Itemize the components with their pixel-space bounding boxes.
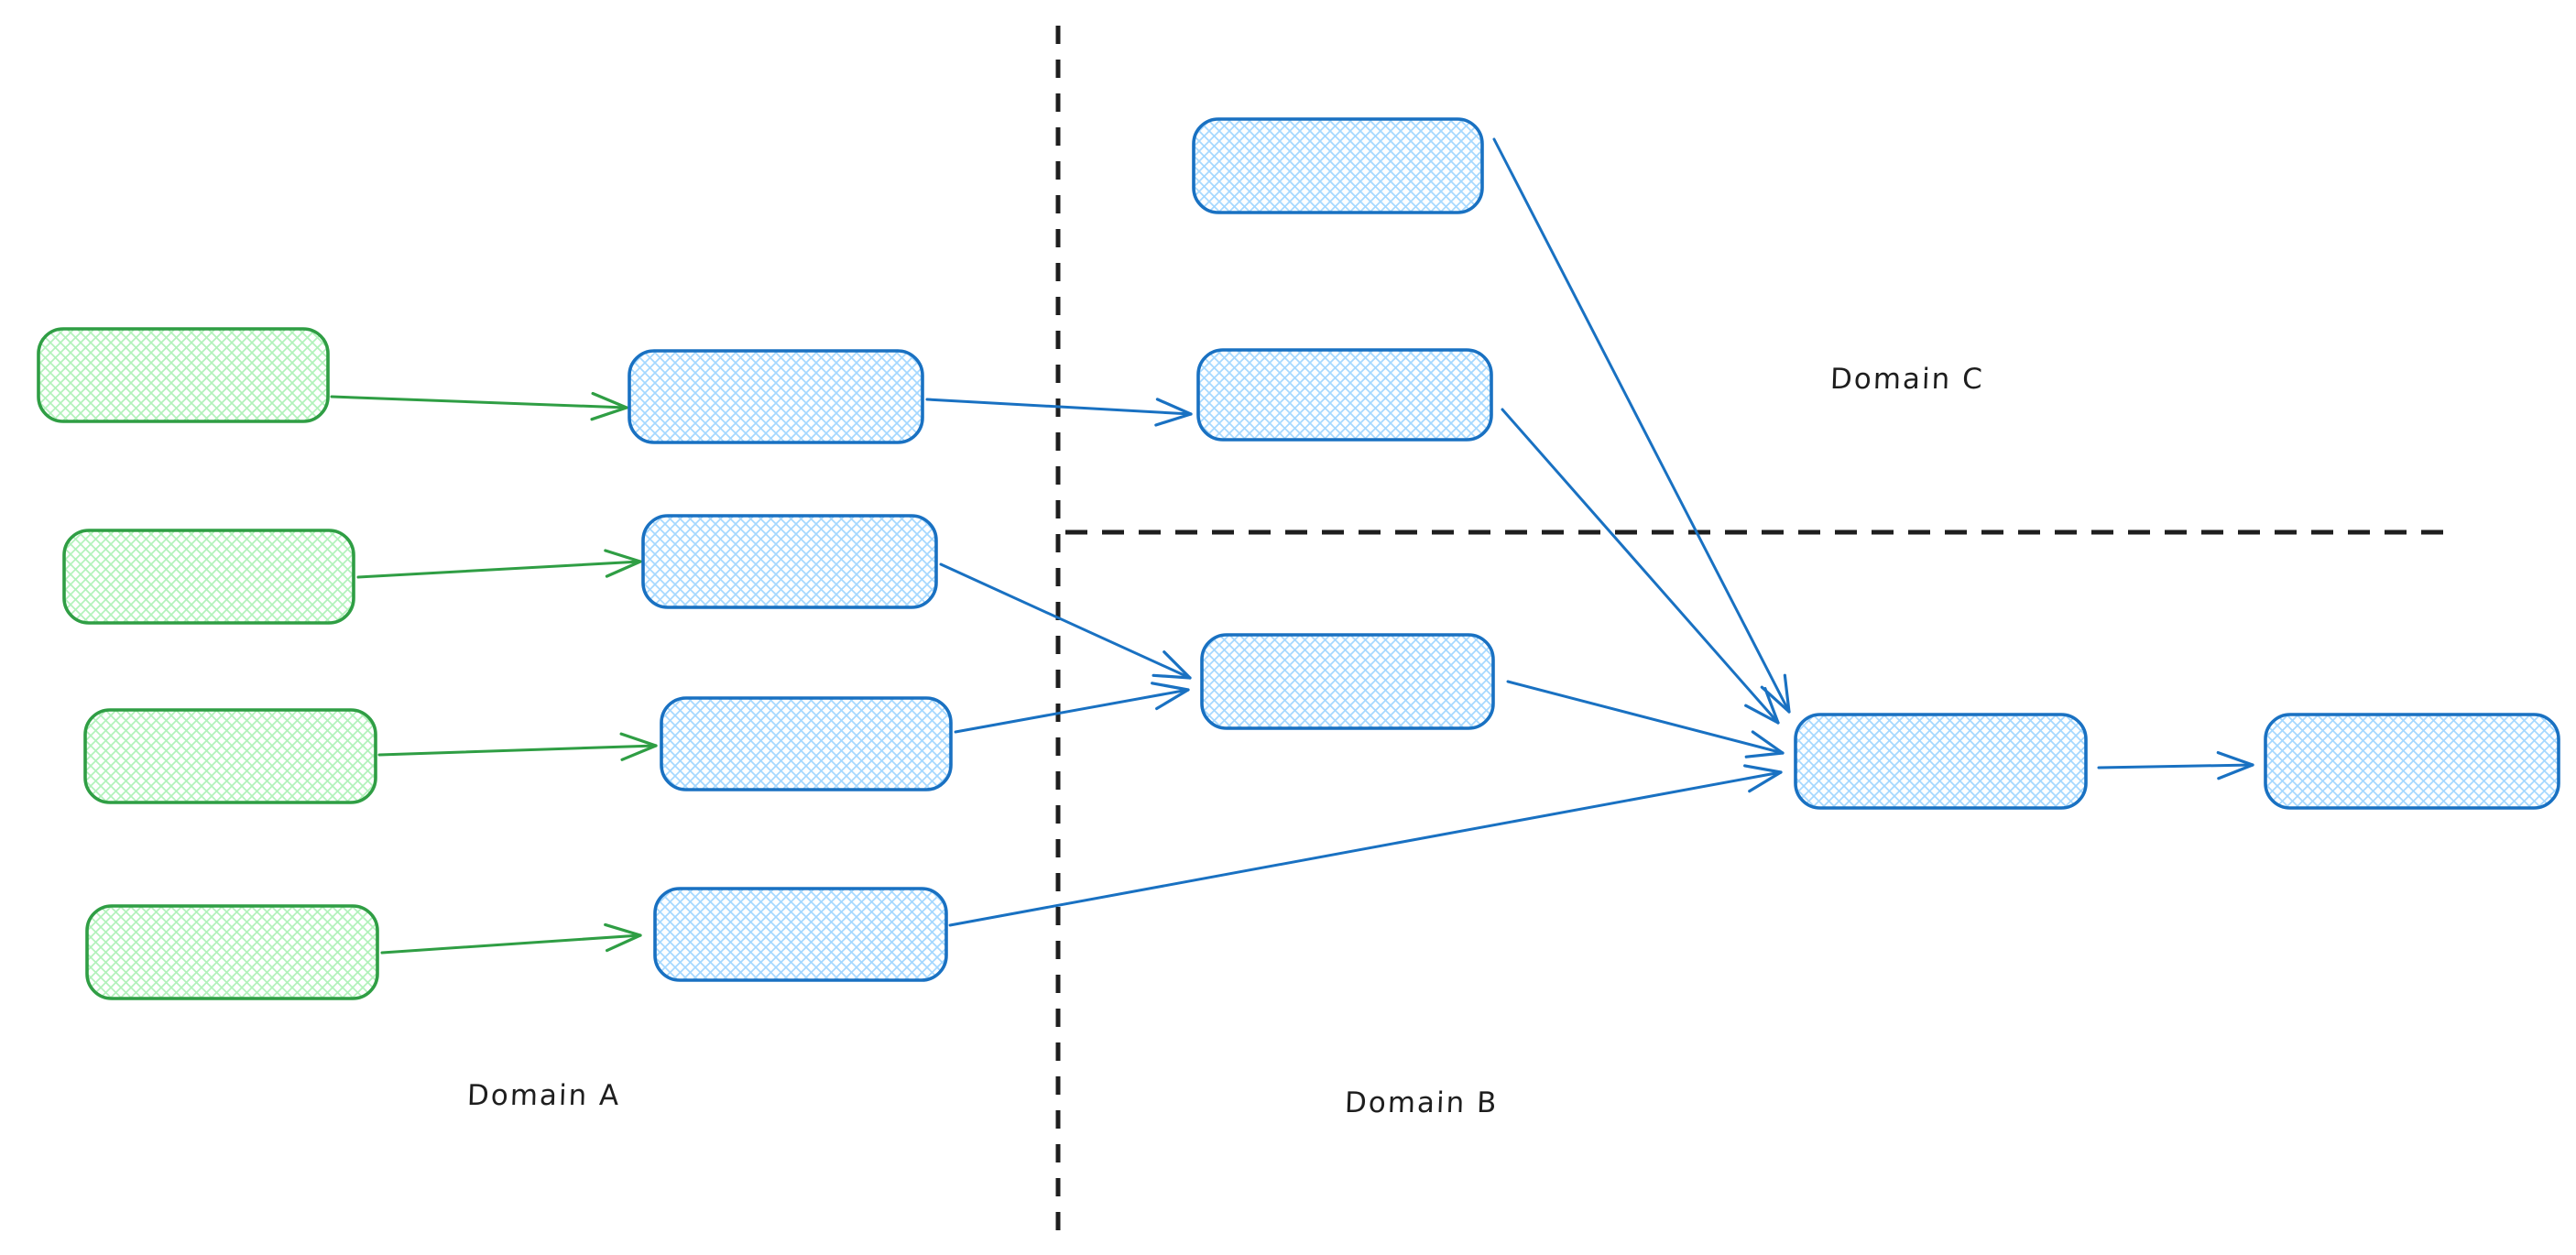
- arrows-layer: [330, 137, 2254, 955]
- domain-a-label: Domain A: [466, 1079, 621, 1112]
- arrow-hub-to-output: [2097, 750, 2254, 780]
- arrow-green3-to-a3: [377, 732, 658, 761]
- arrow-green1-to-a1: [330, 391, 628, 421]
- node-blue-b-top: [1192, 117, 1484, 214]
- node-green-2: [62, 529, 355, 625]
- node-blue-a1: [628, 349, 924, 444]
- node-blue-output: [2264, 713, 2560, 810]
- node-green-4: [85, 904, 379, 1000]
- arrow-a1-to-b-mid: [925, 398, 1193, 427]
- node-blue-b-mid: [1196, 348, 1493, 442]
- arrow-a2-to-b-lower: [939, 562, 1192, 680]
- arrow-b-top-to-hub: [1492, 137, 1791, 714]
- arrow-green4-to-a4: [380, 922, 642, 955]
- arrow-b-mid-to-hub: [1501, 408, 1780, 725]
- node-blue-a2: [641, 514, 938, 609]
- node-blue-b-lower: [1200, 633, 1495, 730]
- arrow-b-lower-to-hub: [1506, 680, 1785, 758]
- domain-separators-layer: [1055, 26, 2448, 1234]
- node-blue-a3: [660, 696, 953, 791]
- node-green-1: [37, 327, 330, 423]
- node-blue-a4: [653, 887, 948, 982]
- domain-c-label: Domain C: [1829, 363, 1985, 396]
- domain-b-label: Domain B: [1344, 1086, 1500, 1119]
- node-green-3: [83, 708, 377, 804]
- boxes-layer: [37, 117, 2560, 1000]
- node-blue-hub: [1794, 713, 2088, 810]
- arrow-a3-to-b-lower: [954, 682, 1190, 734]
- arrow-a4-to-hub: [948, 764, 1783, 927]
- arrow-green2-to-a2: [356, 549, 642, 579]
